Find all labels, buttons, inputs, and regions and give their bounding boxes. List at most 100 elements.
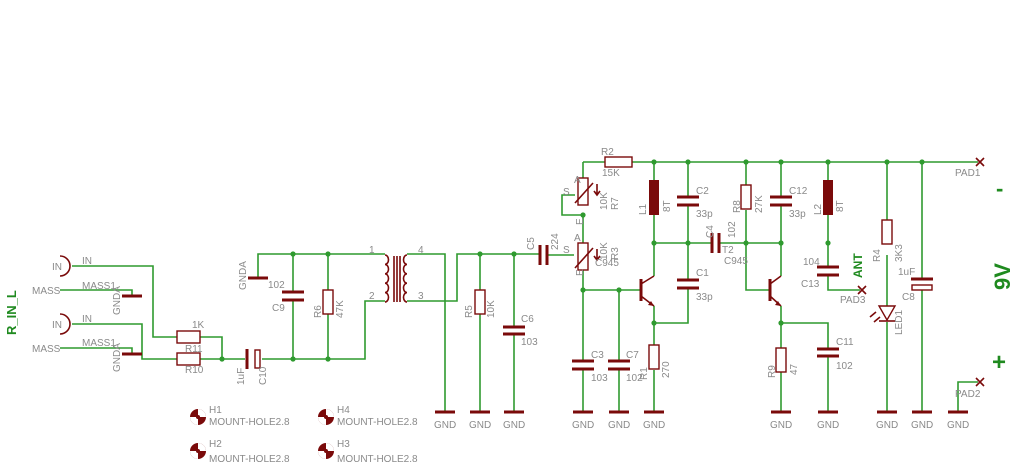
c2-name: C2 xyxy=(696,186,709,197)
wire xyxy=(407,253,539,302)
jack-pin-label: MASS xyxy=(32,344,61,355)
electrolytic-plate xyxy=(254,349,261,369)
c1-value: 33p xyxy=(696,292,713,303)
gnd-label: GND xyxy=(643,420,665,431)
pad1-label: PAD1 xyxy=(955,168,981,179)
gnd-symbol: GND xyxy=(947,410,969,431)
r7-name: R7 xyxy=(610,197,621,210)
transformer-pin-2: 2 xyxy=(369,291,375,302)
c11-name: C11 xyxy=(836,337,854,348)
wire xyxy=(781,322,829,349)
c9-name: C9 xyxy=(272,303,285,314)
junction-dot xyxy=(778,320,784,326)
r2-name: R2 xyxy=(601,147,614,158)
r6-value: 47K xyxy=(335,300,346,318)
r10-name: R10 xyxy=(185,365,204,376)
c13-name: C13 xyxy=(801,279,820,290)
mount-hole-icon xyxy=(190,443,206,459)
gnd-symbol: GND xyxy=(817,410,839,431)
resistor xyxy=(775,347,787,373)
led1-label: LED1 xyxy=(894,310,905,335)
r3-pin-a: A xyxy=(574,233,581,244)
junction-dot xyxy=(477,251,483,257)
resistor xyxy=(474,289,486,315)
wire xyxy=(72,265,177,338)
mount-hole-name: H1 xyxy=(209,405,222,416)
mount-hole-value: MOUNT-HOLE2.8 xyxy=(337,454,418,465)
resistor xyxy=(648,344,660,370)
junction-dot xyxy=(580,212,586,218)
junction-dot xyxy=(778,159,784,165)
r3-pin-s: S xyxy=(563,245,570,256)
c7-name: C7 xyxy=(626,350,639,361)
pad-x-icon xyxy=(975,157,985,167)
gnda-label: GNDA xyxy=(238,261,249,290)
transformer-secondary-coil xyxy=(402,254,408,303)
resistor xyxy=(740,184,752,210)
r8-value: 27K xyxy=(754,195,765,213)
c12-value: 33p xyxy=(789,209,806,220)
junction-dot xyxy=(325,356,331,362)
resistor xyxy=(881,219,893,245)
mount-hole-center xyxy=(324,449,328,453)
mount-hole-value: MOUNT-HOLE2.8 xyxy=(337,417,418,428)
t2-name: T2 xyxy=(722,245,734,256)
potentiometer xyxy=(577,177,589,206)
transistor-leads xyxy=(769,275,782,307)
junction-dot xyxy=(651,240,657,246)
wire xyxy=(60,289,133,296)
led-diode-icon xyxy=(877,305,897,322)
r1-name: R1 xyxy=(639,367,650,380)
junction-dot xyxy=(325,251,331,257)
mount-hole-center xyxy=(196,415,200,419)
l1-name: L1 xyxy=(638,203,649,215)
mount-hole-center xyxy=(196,449,200,453)
gnd-label: GND xyxy=(434,420,456,431)
r9-name: R9 xyxy=(767,365,778,378)
c2-value: 33p xyxy=(696,209,713,220)
c6-value: 103 xyxy=(521,337,538,348)
mount-hole-center xyxy=(324,415,328,419)
resistor xyxy=(322,289,334,315)
r1-value: 270 xyxy=(661,361,672,378)
c11-value: 102 xyxy=(836,361,853,372)
r7-value: 10K xyxy=(599,192,610,210)
wire xyxy=(745,210,770,291)
jack-arc-icon xyxy=(59,255,71,277)
r4-name: R4 xyxy=(872,249,883,262)
gnd-symbol: GND xyxy=(876,410,898,431)
mount-hole-value: MOUNT-HOLE2.8 xyxy=(209,454,290,465)
gnd-label: GND xyxy=(770,420,792,431)
gnd-symbol: GND xyxy=(911,410,933,431)
junction-dot xyxy=(219,356,225,362)
gnd-label: GND xyxy=(817,420,839,431)
junction-dot xyxy=(290,251,296,257)
jack-pin-label: IN xyxy=(52,262,62,273)
c4-value: 102 xyxy=(727,221,738,238)
gnd-label: GND xyxy=(469,420,491,431)
gnd-symbol: GND xyxy=(572,410,594,431)
wire xyxy=(957,381,978,412)
c5-name: C5 xyxy=(526,237,537,250)
mount-hole-icon xyxy=(190,409,206,425)
mount-hole-name: H2 xyxy=(209,439,222,450)
junction-dot xyxy=(884,159,890,165)
gnd-label: GND xyxy=(572,420,594,431)
c8-value: 1uF xyxy=(898,267,915,278)
power-voltage-label: 9V xyxy=(990,263,1015,290)
c3-value: 103 xyxy=(591,373,608,384)
junction-dot xyxy=(290,356,296,362)
r9-value: 47 xyxy=(789,363,800,375)
junction-dot xyxy=(919,159,925,165)
wire xyxy=(561,194,583,216)
potentiometer-arrow-icon xyxy=(574,182,594,204)
r7-pin-e: E xyxy=(575,218,586,225)
arrow-down-icon xyxy=(593,184,601,197)
wire xyxy=(72,323,177,360)
c6-name: C6 xyxy=(521,314,534,325)
jack-arc-icon xyxy=(59,313,71,335)
mount-hole-name: H3 xyxy=(337,439,350,450)
c9-value: 102 xyxy=(268,280,285,291)
l1-value: 8T xyxy=(662,200,673,212)
